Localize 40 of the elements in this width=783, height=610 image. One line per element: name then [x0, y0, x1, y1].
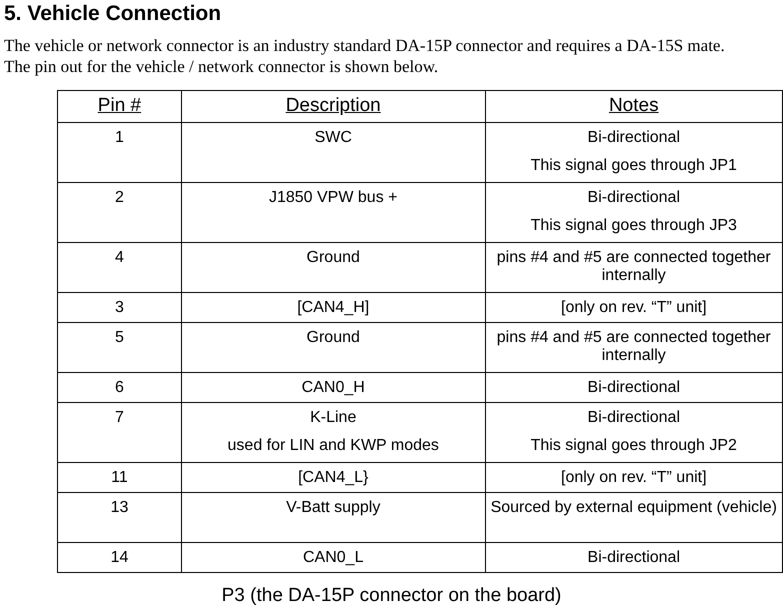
- pin-number: 6: [115, 379, 124, 396]
- pin-number: 14: [110, 549, 128, 566]
- signal-description: K-Line: [310, 409, 356, 426]
- column-header: Description: [286, 95, 381, 116]
- note-text: pins #4 and #5 are connected together internally: [496, 329, 771, 364]
- note-text: pins #4 and #5 are connected together internally: [496, 249, 771, 284]
- pin-number: 1: [115, 129, 124, 146]
- signal-description: Ground: [306, 329, 360, 346]
- note-text: [only on rev. “T” unit]: [561, 469, 707, 486]
- column-header: Pin #: [98, 95, 142, 116]
- pin-number: 3: [115, 299, 124, 316]
- note-text: Bi-directional: [588, 379, 680, 396]
- pin-number: 4: [115, 249, 124, 266]
- note-text: Sourced by external equipment (vehicle): [490, 499, 777, 516]
- signal-description: Ground: [306, 249, 360, 266]
- table-caption: P3 (the DA-15P connector on the board): [222, 585, 562, 606]
- pin-number: 5: [115, 329, 124, 346]
- signal-description: [CAN4_H]: [297, 299, 370, 316]
- pin-number: 7: [115, 409, 124, 426]
- signal-description: SWC: [314, 129, 352, 146]
- note-text: Bi-directional: [588, 409, 680, 426]
- column-header: Notes: [608, 95, 659, 116]
- note-text: [only on rev. “T” unit]: [561, 299, 707, 316]
- note-text: This signal goes through JP1: [530, 157, 737, 174]
- note-text: This signal goes through JP3: [530, 217, 737, 234]
- pin-number: 2: [115, 189, 124, 206]
- note-text: Bi-directional: [588, 549, 680, 566]
- signal-description: V-Batt supply: [286, 499, 380, 516]
- note-text: Bi-directional: [588, 129, 680, 146]
- signal-description: [CAN4_L}: [298, 469, 368, 486]
- signal-description: CAN0_H: [302, 379, 365, 396]
- signal-description: used for LIN and KWP modes: [228, 437, 439, 454]
- intro-paragraph: The vehicle or network connector is an industry standard DA-15P connector and requires a DA-15S mate. The pin out for the vehicle / network connector is shown below.: [4, 35, 726, 77]
- pin-number: 13: [110, 499, 128, 516]
- note-text: Bi-directional: [588, 189, 680, 206]
- signal-description: CAN0_L: [302, 549, 364, 566]
- signal-description: J1850 VPW bus +: [268, 189, 398, 206]
- note-text: This signal goes through JP2: [530, 437, 737, 454]
- section-heading: 5. Vehicle Connection: [4, 2, 222, 26]
- pin-number: 11: [111, 469, 128, 486]
